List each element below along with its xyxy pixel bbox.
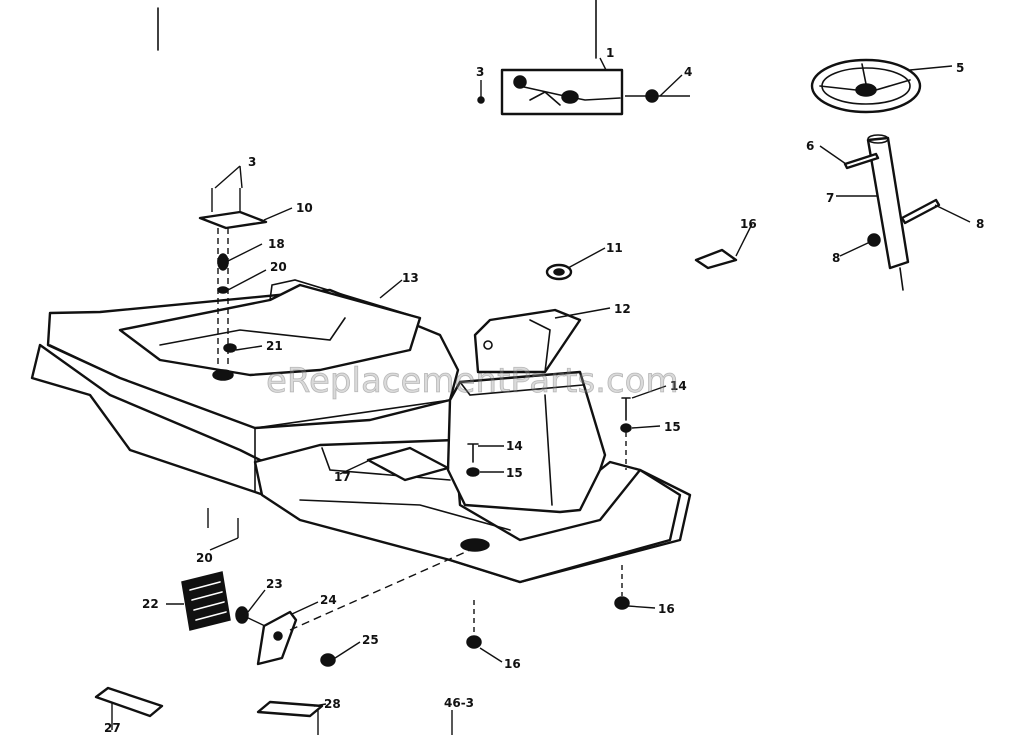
- pedal-arm-part-24: [256, 549, 471, 666]
- callout-leaders: [111, 57, 971, 735]
- decal-part-28: [256, 700, 324, 718]
- callout-6: 6: [806, 139, 814, 153]
- body-shell: [30, 279, 692, 584]
- callout-8: 8: [976, 217, 984, 231]
- callout-23: 23: [266, 577, 283, 591]
- decal-part-27: [94, 686, 164, 718]
- callout-13: 13: [402, 271, 419, 285]
- bolt-part-14-right: [620, 397, 632, 470]
- bolt-part-14-left: [466, 443, 480, 477]
- callout-25: 25: [362, 633, 379, 647]
- callout-labels: 1 3 4 5 6 7 8 8 16 11 12 13 3 10 18 20 2…: [104, 46, 984, 735]
- callout-17: 17: [334, 470, 351, 484]
- screw-part-3-top: [477, 80, 485, 104]
- callout-20: 20: [196, 551, 213, 565]
- callout-7: 7: [826, 191, 834, 205]
- callout-21: 21: [266, 339, 283, 353]
- callout-8: 8: [832, 251, 840, 265]
- bolt-part-9: [900, 198, 941, 225]
- callout-5: 5: [956, 61, 964, 75]
- pin-part-6: [843, 152, 880, 170]
- callout-16: 16: [504, 657, 521, 671]
- callout-10: 10: [296, 201, 313, 215]
- callout-3: 3: [248, 155, 256, 169]
- screws-part-20-lower: [207, 508, 239, 538]
- callout-14: 14: [506, 439, 523, 453]
- callout-11: 11: [606, 241, 623, 255]
- callout-14: 14: [670, 379, 687, 393]
- steering-wheel: [810, 58, 922, 114]
- callout-4: 4: [684, 65, 692, 79]
- pedal-pad-part-22: [181, 571, 231, 631]
- callout-18: 18: [268, 237, 285, 251]
- nut-part-16-right: [614, 596, 630, 610]
- seat-hardware: [198, 188, 268, 368]
- callout-12: 12: [614, 302, 631, 316]
- steering-column: [866, 134, 910, 291]
- callout-3: 3: [476, 65, 484, 79]
- callout-24: 24: [320, 593, 337, 607]
- nut-part-8: [867, 233, 881, 247]
- figure-code: 46-3: [444, 696, 474, 710]
- callout-28: 28: [324, 697, 341, 711]
- decal-part-16: [694, 248, 738, 270]
- bushing-part-23: [235, 606, 266, 627]
- callout-20: 20: [270, 260, 287, 274]
- callout-22: 22: [142, 597, 159, 611]
- nut-part-25: [320, 653, 336, 667]
- callout-16: 16: [740, 217, 757, 231]
- callout-16: 16: [658, 602, 675, 616]
- control-bracket: [500, 68, 624, 116]
- callout-15: 15: [506, 466, 523, 480]
- callout-1: 1: [606, 46, 614, 60]
- watermark: eReplacementParts.com: [266, 361, 679, 401]
- callout-27: 27: [104, 721, 121, 735]
- callout-15: 15: [664, 420, 681, 434]
- nut-part-4: [625, 89, 690, 103]
- nut-part-16-bottom: [466, 635, 482, 649]
